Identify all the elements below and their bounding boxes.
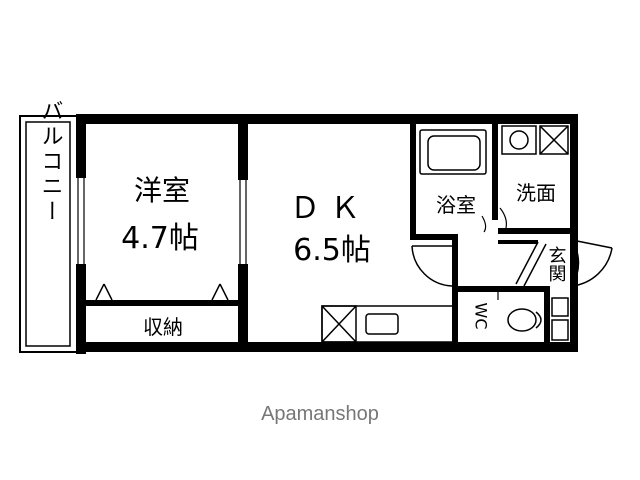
entrance-frame (498, 240, 538, 244)
dk-name: ＤＫ (290, 191, 370, 226)
shoe-cabinets (551, 297, 569, 341)
entrance-label: 玄関 (546, 246, 567, 282)
bath-door (481, 215, 487, 233)
entrance-step (515, 241, 547, 287)
inner-window (238, 180, 248, 264)
entrance-door-right (571, 239, 613, 287)
wc-label: WC (472, 303, 491, 330)
kitchen-counter (321, 305, 455, 343)
washing-machine (501, 125, 569, 155)
dk-size: 6.5帖 (293, 233, 371, 268)
balcony: バルコニー (19, 100, 78, 353)
watermark: Apamanshop (261, 403, 379, 425)
storage-doors (95, 283, 229, 301)
left-window (76, 178, 86, 264)
bath-label: 浴室 (436, 193, 476, 217)
balcony-label: バルコニー (38, 100, 63, 225)
washroom-label: 洗面 (516, 181, 556, 205)
toilet (507, 308, 542, 332)
entrance-door-left (411, 245, 453, 287)
washroom-door (499, 207, 507, 229)
storage-label: 収納 (143, 315, 183, 339)
western-room-size: 4.7帖 (121, 221, 199, 256)
western-room-name: 洋室 (134, 174, 190, 207)
bathtub (419, 129, 487, 175)
